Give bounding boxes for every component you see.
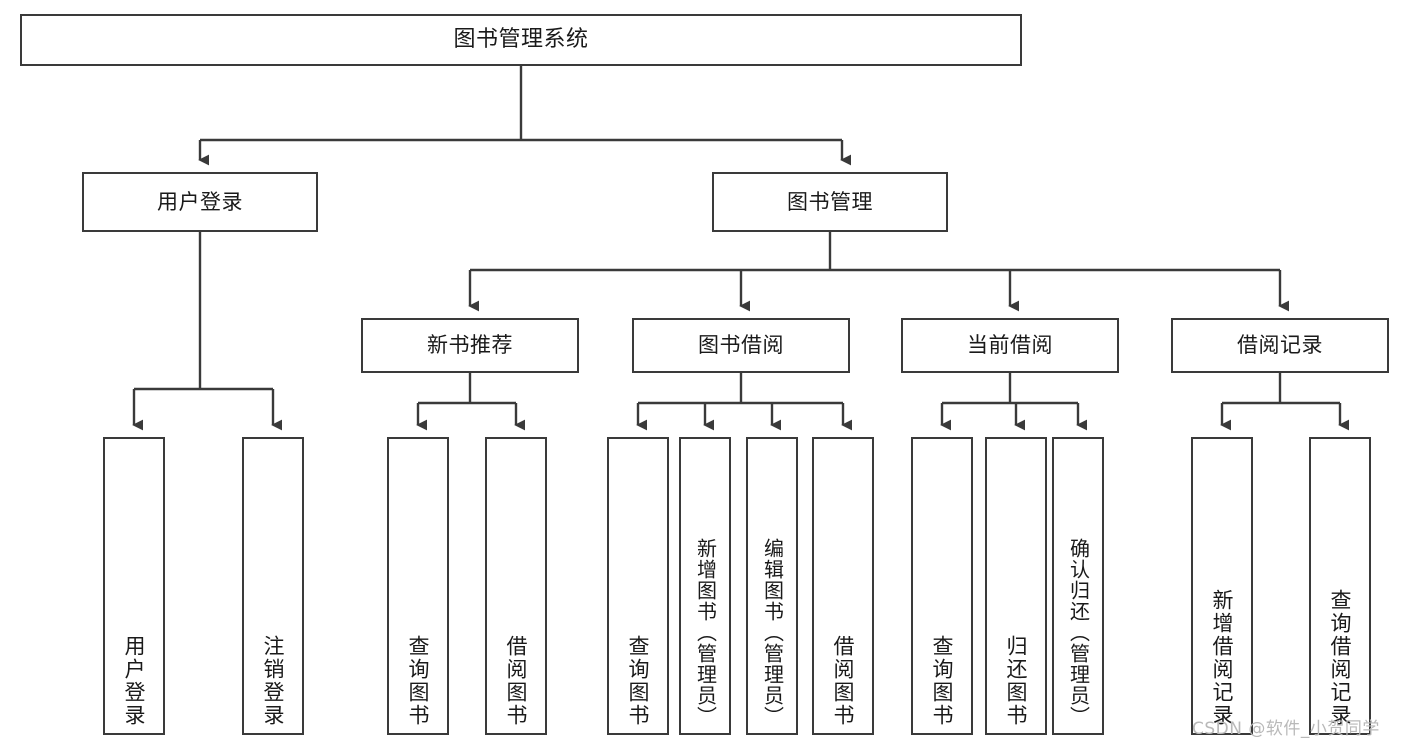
node-leaf-user-login[interactable]: 用户登录 (103, 437, 165, 735)
node-leaf-search-book-2-label: 查询图书 (626, 635, 651, 727)
node-current-borrow-label: 当前借阅 (967, 333, 1053, 358)
node-user-login-label: 用户登录 (157, 189, 243, 214)
node-leaf-search-book-2[interactable]: 查询图书 (607, 437, 669, 735)
node-root[interactable]: 图书管理系统 (20, 14, 1022, 66)
node-book-borrow-label: 图书借阅 (698, 333, 784, 358)
node-book-manage[interactable]: 图书管理 (712, 172, 948, 232)
node-leaf-add-borrow-record[interactable]: 新增借阅记录 (1191, 437, 1253, 735)
node-leaf-search-book-3[interactable]: 查询图书 (911, 437, 973, 735)
node-leaf-logout[interactable]: 注销登录 (242, 437, 304, 735)
csdn-watermark: CSDN @软件_小贺同学 (1192, 719, 1380, 739)
node-leaf-logout-label: 注销登录 (261, 635, 286, 727)
node-current-borrow[interactable]: 当前借阅 (901, 318, 1119, 373)
node-leaf-confirm-return[interactable]: 确认归还（管理员） (1052, 437, 1104, 735)
node-leaf-user-login-label: 用户登录 (122, 635, 147, 727)
node-leaf-borrow-book-2-label: 借阅图书 (831, 635, 856, 727)
node-leaf-confirm-return-label: 确认归还（管理员） (1066, 538, 1091, 727)
node-leaf-borrow-book-1-label: 借阅图书 (504, 635, 529, 727)
node-leaf-add-book[interactable]: 新增图书（管理员） (679, 437, 731, 735)
node-leaf-edit-book[interactable]: 编辑图书（管理员） (746, 437, 798, 735)
node-leaf-add-book-label: 新增图书（管理员） (693, 538, 718, 727)
node-leaf-borrow-book-2[interactable]: 借阅图书 (812, 437, 874, 735)
node-leaf-search-book-1[interactable]: 查询图书 (387, 437, 449, 735)
node-root-label: 图书管理系统 (453, 27, 589, 53)
node-leaf-search-book-1-label: 查询图书 (406, 635, 431, 727)
node-leaf-search-borrow-record-label: 查询借阅记录 (1328, 589, 1353, 727)
node-leaf-search-book-3-label: 查询图书 (930, 635, 955, 727)
node-borrow-record[interactable]: 借阅记录 (1171, 318, 1389, 373)
node-book-manage-label: 图书管理 (787, 189, 873, 214)
node-leaf-borrow-book-1[interactable]: 借阅图书 (485, 437, 547, 735)
node-book-borrow[interactable]: 图书借阅 (632, 318, 850, 373)
node-leaf-return-book-label: 归还图书 (1004, 635, 1029, 727)
node-leaf-add-borrow-record-label: 新增借阅记录 (1210, 589, 1235, 727)
node-new-book-recommend[interactable]: 新书推荐 (361, 318, 579, 373)
node-user-login[interactable]: 用户登录 (82, 172, 318, 232)
node-leaf-return-book[interactable]: 归还图书 (985, 437, 1047, 735)
node-new-book-recommend-label: 新书推荐 (427, 333, 513, 358)
node-borrow-record-label: 借阅记录 (1237, 333, 1323, 358)
node-leaf-search-borrow-record[interactable]: 查询借阅记录 (1309, 437, 1371, 735)
node-leaf-edit-book-label: 编辑图书（管理员） (760, 538, 785, 727)
